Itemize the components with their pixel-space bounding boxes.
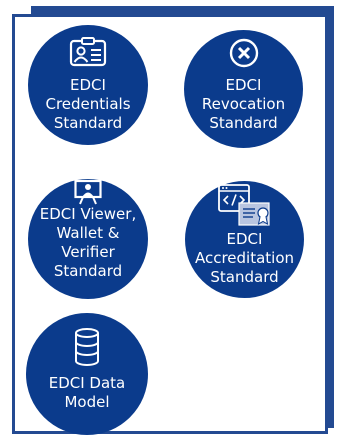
node-label: EDCI Revocation Standard: [201, 76, 286, 132]
id-card-icon: [69, 37, 107, 67]
database-icon: [75, 328, 99, 366]
cancel-circle-icon: [229, 38, 258, 68]
revocation-standard-node: EDCI Revocation Standard: [184, 30, 303, 148]
node-label: EDCI Credentials Standard: [45, 76, 131, 132]
code-certificate-icon: [217, 184, 270, 226]
presenter-screen-icon: [74, 179, 102, 205]
credentials-standard-node: EDCI Credentials Standard: [28, 25, 148, 145]
accreditation-standard-node: EDCI Accreditation Standard: [185, 181, 304, 298]
node-label: EDCI Data Model: [48, 374, 126, 411]
node-label: EDCI Viewer, Wallet & Verifier Standard: [39, 205, 137, 280]
viewer-wallet-verifier-standard-node: EDCI Viewer, Wallet & Verifier Standard: [28, 179, 148, 299]
node-label: EDCI Accreditation Standard: [194, 230, 295, 286]
data-model-node: EDCI Data Model: [26, 313, 148, 435]
